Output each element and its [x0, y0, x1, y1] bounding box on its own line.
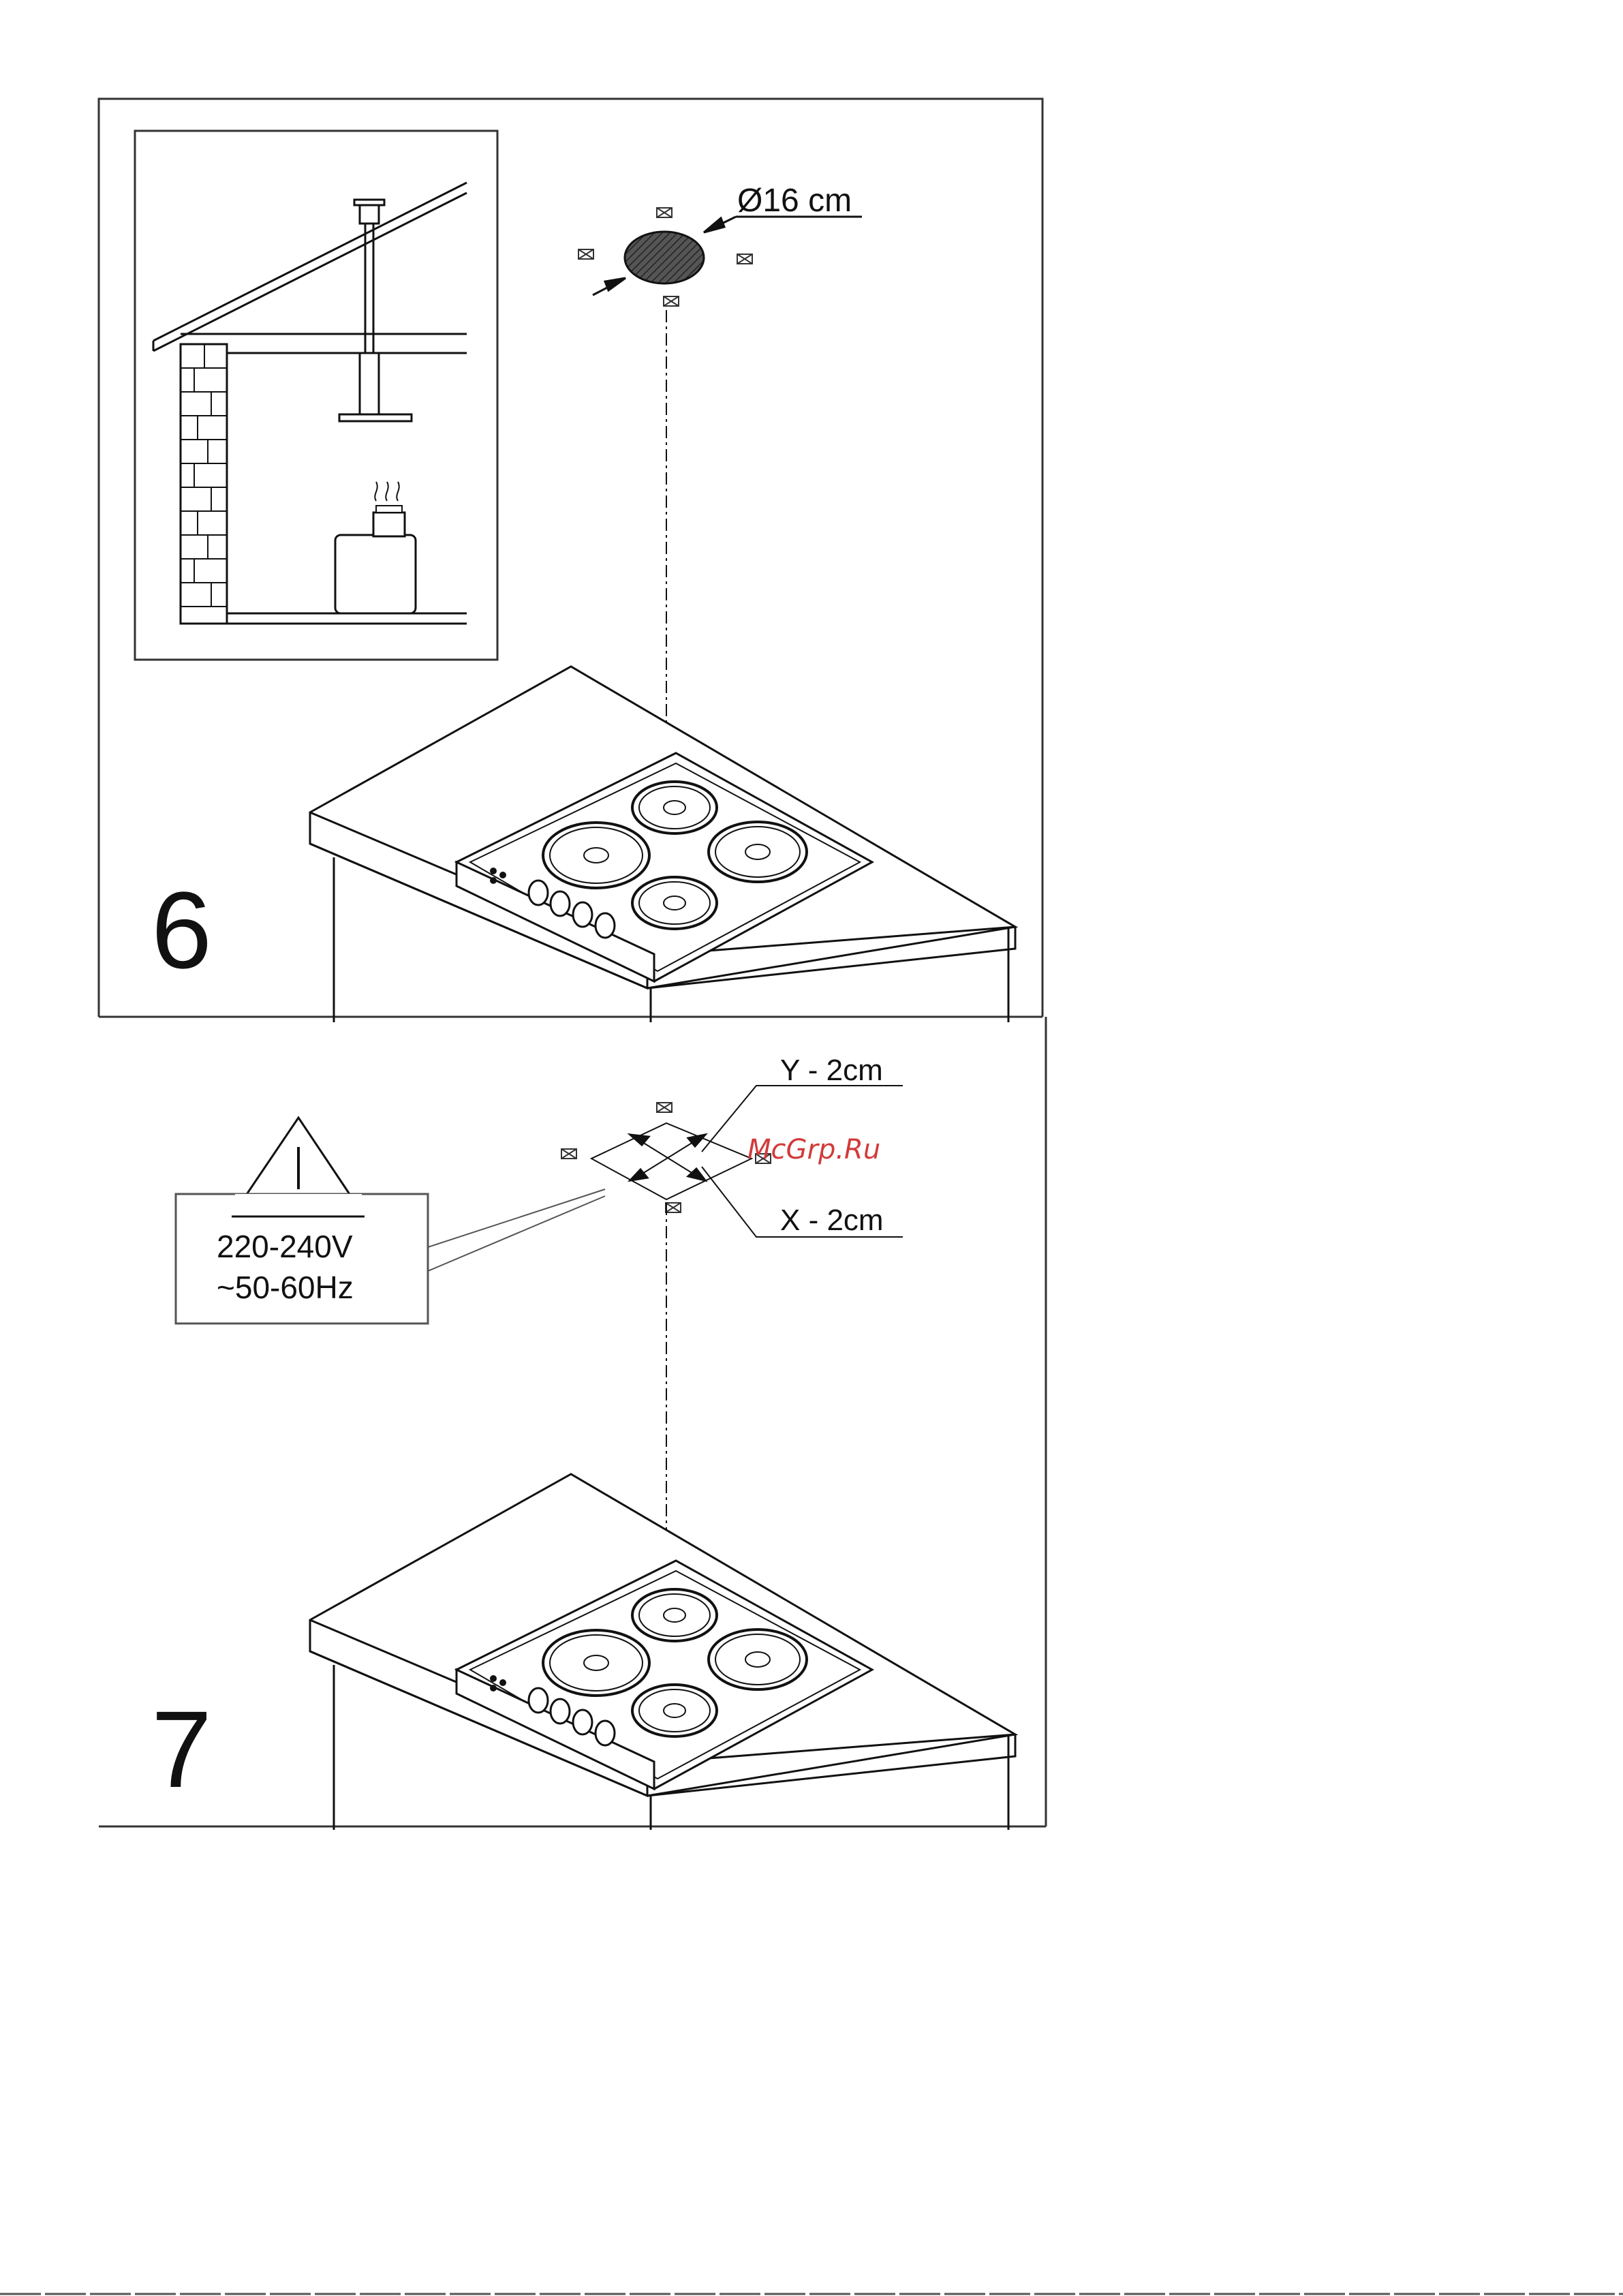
offset-marker [591, 1123, 752, 1199]
fixing-point-cross-icon [737, 254, 752, 264]
figure-number: 6 [151, 869, 212, 991]
hob-counter [310, 1474, 1015, 1830]
fixing-point-cross-icon [657, 1103, 672, 1112]
figure-number: 7 [151, 1688, 212, 1810]
fixing-point-cross-icon [664, 296, 679, 306]
fixing-point-cross-icon [666, 1203, 681, 1212]
watermark: McGrp.Ru [747, 1134, 880, 1165]
offset-x-label: X - 2cm [780, 1204, 884, 1237]
mounting-hole [625, 232, 704, 284]
figure-6: Ø16 cm 6 [99, 99, 1042, 1022]
figure-7: Y - 2cm X - 2cm 220-240V ~50-60Hz 7 [99, 1017, 1046, 1830]
frequency-label: ~50-60Hz [217, 1270, 354, 1305]
fixing-point-cross-icon [578, 249, 593, 259]
ceiling-hood-inset [135, 131, 497, 660]
hole-diameter-label: Ø16 cm [737, 183, 852, 219]
fixing-point-cross-icon [561, 1149, 576, 1159]
voltage-label: 220-240V [217, 1229, 353, 1264]
hob-counter [310, 667, 1015, 1022]
fixing-point-cross-icon [657, 208, 672, 217]
offset-y-label: Y - 2cm [780, 1054, 883, 1087]
